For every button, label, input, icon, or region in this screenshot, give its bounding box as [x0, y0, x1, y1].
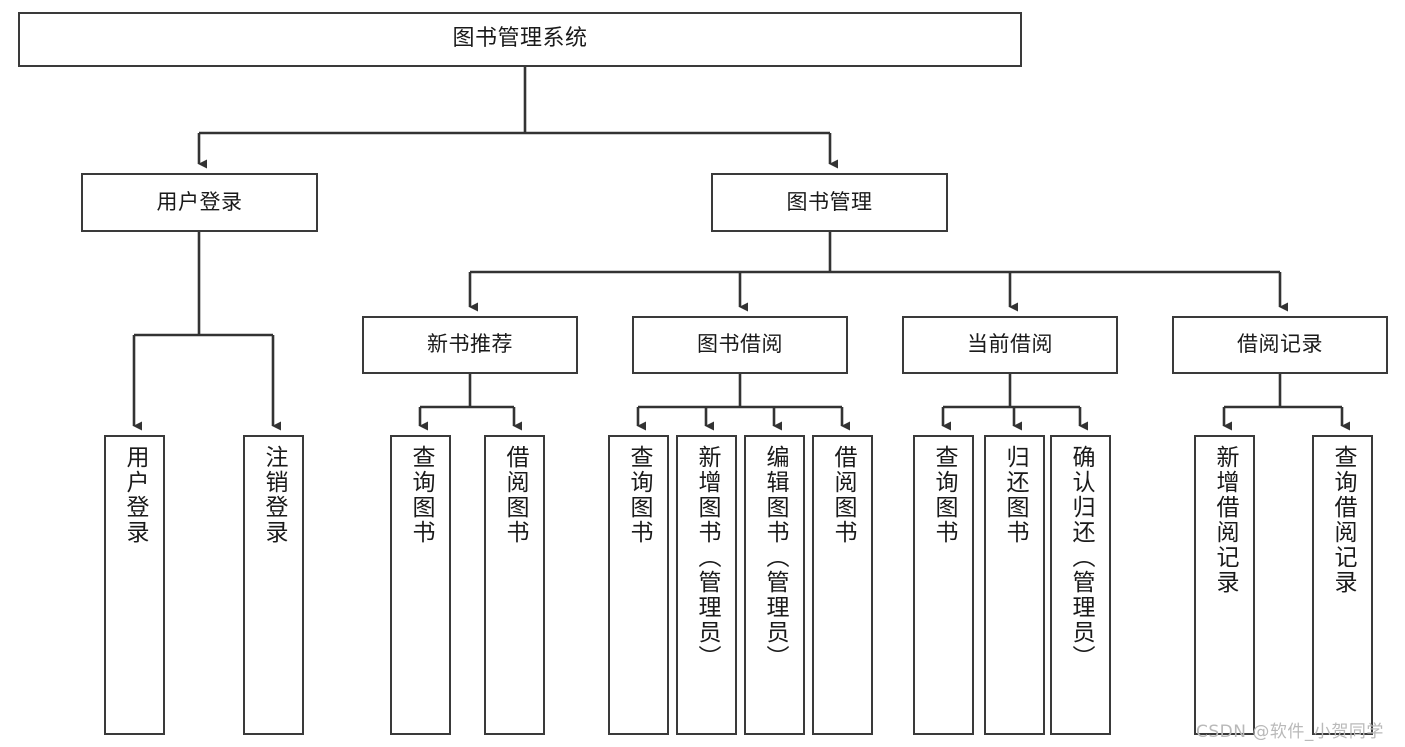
leaf-current-borrow-return[interactable]: 归还图书: [984, 435, 1045, 735]
node-borrowing-record-label: 借阅记录: [1237, 332, 1323, 357]
leaf-user-login-logout-label: 注销登录: [261, 445, 287, 545]
node-root-book-management-system[interactable]: 图书管理系统: [18, 12, 1022, 67]
leaf-new-book-borrow[interactable]: 借阅图书: [484, 435, 545, 735]
leaf-book-borrow-edit-label: 编辑图书（管理员）: [762, 445, 788, 670]
node-book-management[interactable]: 图书管理: [711, 173, 948, 232]
node-current-borrowing-label: 当前借阅: [967, 332, 1053, 357]
leaf-current-borrow-query-label: 查询图书: [931, 445, 957, 545]
node-current-borrowing[interactable]: 当前借阅: [902, 316, 1118, 374]
leaf-borrow-record-query[interactable]: 查询借阅记录: [1312, 435, 1373, 735]
leaf-user-login-login[interactable]: 用户登录: [104, 435, 165, 735]
leaf-book-borrow-query[interactable]: 查询图书: [608, 435, 669, 735]
leaf-user-login-logout[interactable]: 注销登录: [243, 435, 304, 735]
leaf-book-borrow-add-label: 新增图书（管理员）: [694, 445, 720, 670]
leaf-user-login-login-label: 用户登录: [122, 445, 148, 545]
node-book-management-label: 图书管理: [786, 189, 873, 214]
leaf-new-book-query[interactable]: 查询图书: [390, 435, 451, 735]
node-new-book-recommendation-label: 新书推荐: [427, 332, 513, 357]
leaf-borrow-record-query-label: 查询借阅记录: [1330, 445, 1356, 595]
leaf-current-borrow-query[interactable]: 查询图书: [913, 435, 974, 735]
leaf-book-borrow-add[interactable]: 新增图书（管理员）: [676, 435, 737, 735]
leaf-book-borrow-edit[interactable]: 编辑图书（管理员）: [744, 435, 805, 735]
leaf-book-borrow-query-label: 查询图书: [626, 445, 652, 545]
node-book-borrowing-label: 图书借阅: [697, 332, 783, 357]
leaf-borrow-record-add[interactable]: 新增借阅记录: [1194, 435, 1255, 735]
leaf-borrow-record-add-label: 新增借阅记录: [1212, 445, 1238, 595]
leaf-new-book-borrow-label: 借阅图书: [502, 445, 528, 545]
leaf-book-borrow-borrow[interactable]: 借阅图书: [812, 435, 873, 735]
leaf-current-borrow-return-label: 归还图书: [1002, 445, 1028, 545]
node-book-borrowing[interactable]: 图书借阅: [632, 316, 848, 374]
node-new-book-recommendation[interactable]: 新书推荐: [362, 316, 578, 374]
leaf-book-borrow-borrow-label: 借阅图书: [830, 445, 856, 545]
node-user-login[interactable]: 用户登录: [81, 173, 318, 232]
leaf-current-borrow-confirm-return[interactable]: 确认归还（管理员）: [1050, 435, 1111, 735]
node-borrowing-record[interactable]: 借阅记录: [1172, 316, 1388, 374]
leaf-current-borrow-confirm-return-label: 确认归还（管理员）: [1068, 445, 1094, 670]
node-user-login-label: 用户登录: [156, 189, 243, 214]
leaf-new-book-query-label: 查询图书: [408, 445, 434, 545]
node-root-label: 图书管理系统: [452, 26, 588, 52]
